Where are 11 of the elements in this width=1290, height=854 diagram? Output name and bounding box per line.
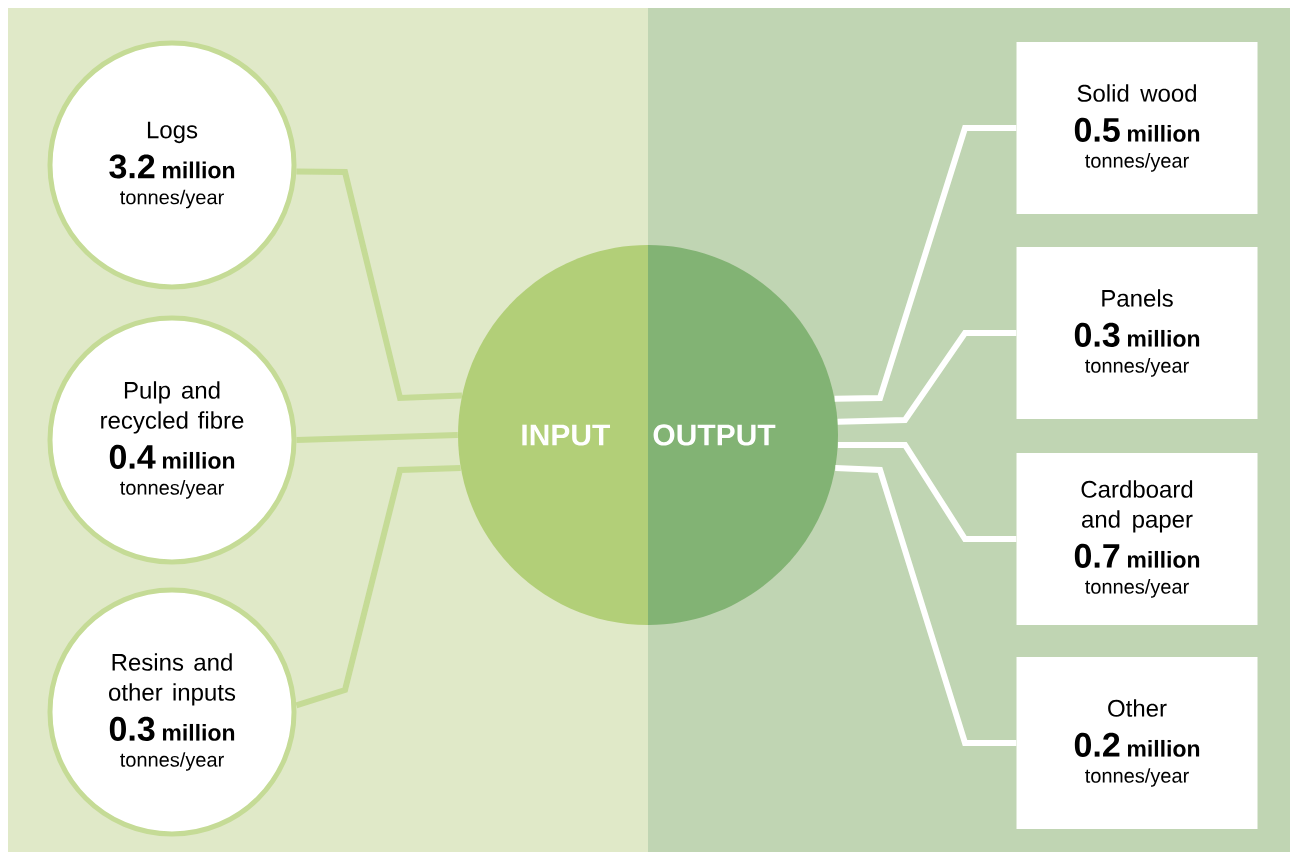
output-box: Panels 0.3 million tonnes/year <box>1016 247 1258 419</box>
connector-line <box>837 330 1017 425</box>
connector-line <box>837 441 1017 542</box>
output-box: Solid wood 0.5 million tonnes/year <box>1016 42 1258 214</box>
connector-line <box>834 125 1017 402</box>
connector-line <box>296 168 463 402</box>
output-box: Other 0.2 million tonnes/year <box>1016 657 1258 829</box>
connector-line <box>295 465 461 709</box>
output-box: Cardboard and paper 0.7 million tonnes/year <box>1016 453 1258 625</box>
connector-line <box>835 465 1017 746</box>
connector-line <box>296 432 458 443</box>
